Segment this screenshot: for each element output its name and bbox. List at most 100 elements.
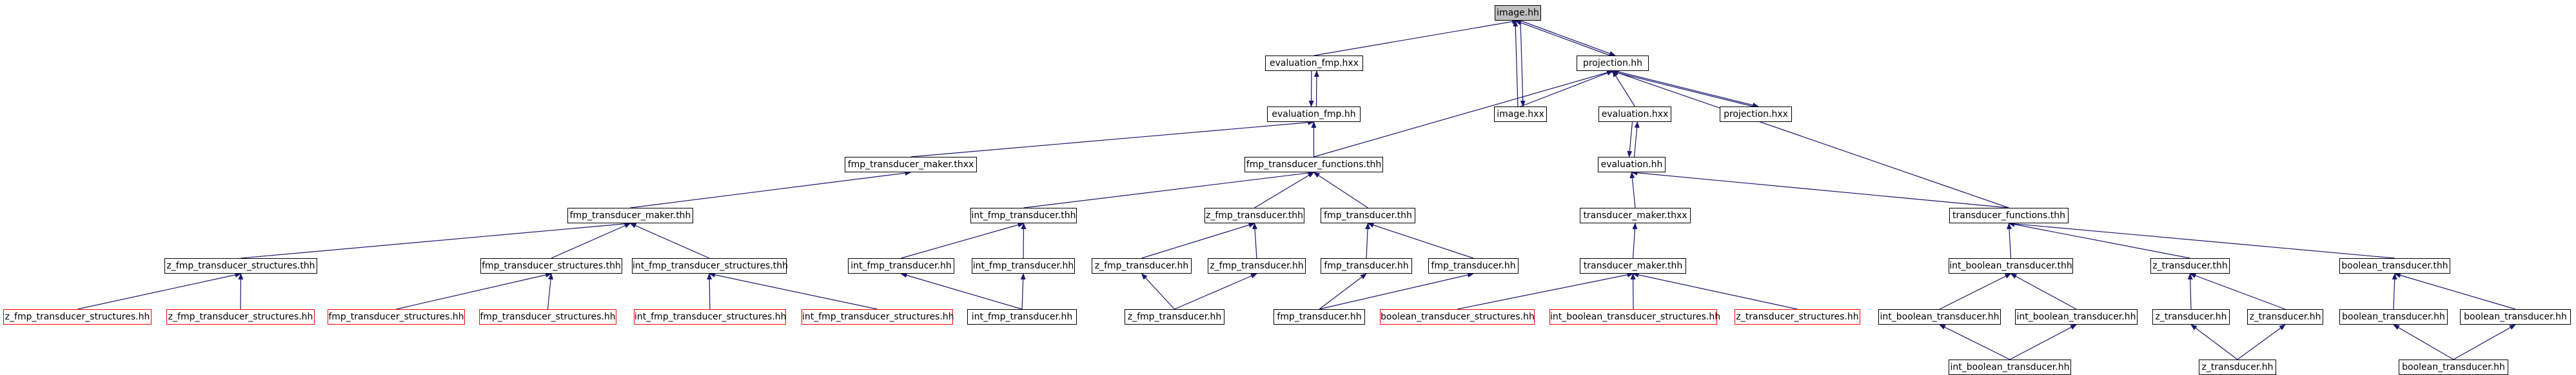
node-z-fmp-transducer-structures-hh-2[interactable]: z_fmp_transducer_structures.hh <box>166 309 315 325</box>
node-z-fmp-transducer-structures-hh-1[interactable]: z_fmp_transducer_structures.hh <box>3 309 152 325</box>
node-int-boolean-transducer-thh[interactable]: int_boolean_transducer.thh <box>1949 258 2073 274</box>
node-z-transducer-hh-a[interactable]: z_transducer.hh <box>2152 309 2230 325</box>
node-int-fmp-transducer-structures-hh-2[interactable]: int_fmp_transducer_structures.hh <box>801 309 954 325</box>
edge-z_transducer_thh-to-transducer_functions_thh <box>2008 221 2190 259</box>
edge-fmp_transducer_thh-to-fmp_transducer_functions_thh <box>1313 172 1368 208</box>
node-int-fmp-transducer-hh-a[interactable]: int_fmp_transducer.hh <box>848 258 954 274</box>
edge-int_fmp_transducer_hh_c-to-int_fmp_transducer_hh_a <box>900 272 1023 310</box>
node-fmp-transducer-structures-hh-1[interactable]: fmp_transducer_structures.hh <box>328 309 465 325</box>
edge-fmp_transducer_hh_c-to-fmp_transducer_hh_a <box>1319 273 1367 310</box>
node-int-boolean-transducer-hh-a[interactable]: int_boolean_transducer.hh <box>1878 309 2001 325</box>
edge-z_transducer_hh_a-to-z_transducer_thh <box>2187 273 2193 310</box>
node-int-fmp-transducer-structures-hh-1[interactable]: int_fmp_transducer_structures.hh <box>634 309 787 325</box>
edge-z_fmp_transducer_thh-to-fmp_transducer_functions_thh <box>1254 172 1315 208</box>
edge-boolean_transducer_hh_a-to-boolean_transducer_thh <box>2392 273 2397 310</box>
edge-transducer_maker_thh-to-transducer_maker_thxx <box>1632 223 1638 259</box>
edge-z_transducer_hh_c-to-z_transducer_hh_a <box>2190 324 2238 360</box>
edge-image_hxx-to-projection_hh <box>1520 70 1613 107</box>
edge-int_boolean_transducer_thh-to-transducer_functions_thh <box>2007 223 2012 259</box>
node-fmp-transducer-structures-thh[interactable]: fmp_transducer_structures.thh <box>480 258 622 274</box>
edge-z_fmp_transducer_hh_c-to-z_fmp_transducer_hh_b <box>1174 273 1257 310</box>
edge-int_boolean_transducer_hh_b-to-int_boolean_transducer_thh <box>2010 273 2077 310</box>
node-fmp-transducer-maker-thh[interactable]: fmp_transducer_maker.thh <box>567 208 693 223</box>
edge-z_fmp_transducer_hh_b-to-z_fmp_transducer_thh <box>1252 223 1258 259</box>
edge-evaluation_fmp_hxx-to-image_hh <box>1313 19 1519 56</box>
edge-int_fmp_transducer_structures_hh_2-to-int_fmp_transducer_structures_thh <box>709 272 878 310</box>
edge-transducer_functions_thh-to-projection_hh <box>1612 70 2009 208</box>
edge-projection_hh-to-projection_hxx <box>1615 70 1759 108</box>
node-z-fmp-transducer-structures-thh[interactable]: z_fmp_transducer_structures.thh <box>164 258 317 274</box>
node-transducer-maker-thxx[interactable]: transducer_maker.thxx <box>1580 208 1691 223</box>
node-z-transducer-structures-hh[interactable]: z_transducer_structures.hh <box>1735 309 1860 325</box>
node-projection-hxx[interactable]: projection.hxx <box>1720 106 1792 122</box>
edge-int_fmp_transducer_structures_hh_1-to-int_fmp_transducer_structures_thh <box>707 273 713 310</box>
node-image-hh: image.hh <box>1495 5 1541 21</box>
node-evaluation-hh[interactable]: evaluation.hh <box>1598 157 1666 172</box>
edge-int_fmp_transducer_hh_c-to-int_fmp_transducer_hh_b <box>1020 273 1026 310</box>
node-int-fmp-transducer-hh-b[interactable]: int_fmp_transducer.hh <box>972 258 1075 274</box>
edge-projection_hxx-to-projection_hh <box>1609 70 1754 107</box>
node-z-fmp-transducer-thh[interactable]: z_fmp_transducer.thh <box>1204 208 1304 223</box>
node-projection-hh[interactable]: projection.hh <box>1577 56 1649 71</box>
node-z-transducer-thh[interactable]: z_transducer.thh <box>2150 258 2230 274</box>
node-fmp-transducer-functions-thh[interactable]: fmp_transducer_functions.thh <box>1244 157 1383 172</box>
node-boolean-transducer-hh-c[interactable]: boolean_transducer.hh <box>2399 360 2508 375</box>
node-boolean-transducer-thh[interactable]: boolean_transducer.thh <box>2339 258 2450 274</box>
node-z-transducer-hh-b[interactable]: z_transducer.hh <box>2247 309 2323 325</box>
edge-int_boolean_transducer_hh_c-to-int_boolean_transducer_hh_b <box>2009 324 2077 360</box>
edge-fmp_transducer_hh_a-to-fmp_transducer_thh <box>1365 223 1371 259</box>
node-evaluation-hxx[interactable]: evaluation.hxx <box>1598 106 1671 122</box>
edge-boolean_transducer_hh_c-to-boolean_transducer_hh_a <box>2393 324 2454 360</box>
edge-fmp_transducer_structures_thh-to-fmp_transducer_maker_thh <box>551 223 631 259</box>
node-transducer-maker-thh[interactable]: transducer_maker.thh <box>1580 258 1686 274</box>
node-z-transducer-hh-c[interactable]: z_transducer.hh <box>2199 360 2276 375</box>
edge-int_fmp_transducer_hh_a-to-int_fmp_transducer_thh <box>901 222 1025 259</box>
node-boolean-transducer-hh-b[interactable]: boolean_transducer.hh <box>2460 309 2571 325</box>
node-fmp-transducer-hh-c[interactable]: fmp_transducer.hh <box>1273 309 1365 325</box>
edge-boolean_transducer_hh_c-to-boolean_transducer_hh_b <box>2453 324 2516 360</box>
node-fmp-transducer-maker-thxx[interactable]: fmp_transducer_maker.thxx <box>845 157 977 172</box>
edge-image_hxx-to-image_hh <box>1513 20 1519 107</box>
node-int-boolean-transducer-structures-hh[interactable]: int_boolean_transducer_structures.hh <box>1549 309 1720 325</box>
edge-boolean_transducer_structures_hh-to-transducer_maker_thh <box>1457 272 1634 310</box>
node-boolean-transducer-structures-hh[interactable]: boolean_transducer_structures.hh <box>1380 309 1535 325</box>
edge-fmp_transducer_functions_thh-to-projection_hh <box>1313 70 1613 157</box>
node-fmp-transducer-structures-hh-2[interactable]: fmp_transducer_structures.hh <box>479 309 616 325</box>
edge-evaluation_hh-to-evaluation_hxx <box>1633 121 1640 157</box>
edge-int_fmp_transducer_hh_b-to-int_fmp_transducer_thh <box>1021 223 1027 259</box>
node-evaluation-fmp-hxx[interactable]: evaluation_fmp.hxx <box>1265 56 1363 71</box>
edge-int_boolean_transducer_structures_hh-to-transducer_maker_thh <box>1630 273 1636 310</box>
node-transducer-functions-thh[interactable]: transducer_functions.thh <box>1949 208 2069 223</box>
node-boolean-transducer-hh-a[interactable]: boolean_transducer.hh <box>2339 309 2448 325</box>
edge-z_fmp_transducer_structures_thh-to-fmp_transducer_maker_thh <box>241 221 631 259</box>
edge-int_fmp_transducer_structures_thh-to-fmp_transducer_maker_thh <box>629 223 710 259</box>
edge-transducer_maker_thxx-to-evaluation_hh <box>1629 172 1636 208</box>
node-z-fmp-transducer-hh-c[interactable]: z_fmp_transducer.hh <box>1125 309 1224 325</box>
edge-evaluation_hxx-to-evaluation_hh <box>1627 121 1633 157</box>
edge-boolean_transducer_hh_b-to-boolean_transducer_thh <box>2394 272 2516 310</box>
node-z-fmp-transducer-hh-b[interactable]: z_fmp_transducer.hh <box>1208 258 1306 274</box>
node-int-boolean-transducer-hh-b[interactable]: int_boolean_transducer.hh <box>2015 309 2138 325</box>
edge-image_hh-to-projection_hh <box>1520 20 1616 56</box>
edge-transducer_functions_thh-to-evaluation_hh <box>1631 170 2009 208</box>
node-int-fmp-transducer-hh-c[interactable]: int_fmp_transducer.hh <box>967 309 1077 325</box>
node-z-fmp-transducer-hh-a[interactable]: z_fmp_transducer.hh <box>1092 258 1192 274</box>
edge-boolean_transducer_thh-to-transducer_functions_thh <box>2008 221 2395 259</box>
node-int-fmp-transducer-structures-thh[interactable]: int_fmp_transducer_structures.thh <box>632 258 788 274</box>
edge-evaluation_hxx-to-projection_hh <box>1612 70 1636 107</box>
node-int-boolean-transducer-hh-c[interactable]: int_boolean_transducer.hh <box>1949 360 2071 375</box>
node-fmp-transducer-hh-b[interactable]: fmp_transducer.hh <box>1428 258 1519 274</box>
edge-z_fmp_transducer_structures_hh_1-to-z_fmp_transducer_structures_thh <box>77 272 242 310</box>
edge-z_transducer_hh_c-to-z_transducer_hh_b <box>2237 324 2286 360</box>
edge-int_boolean_transducer_hh_a-to-int_boolean_transducer_thh <box>1939 273 2012 310</box>
edge-fmp_transducer_hh_b-to-fmp_transducer_thh <box>1367 223 1474 259</box>
edge-z_fmp_transducer_hh_c-to-z_fmp_transducer_hh_a <box>1141 273 1175 310</box>
node-int-fmp-transducer-thh[interactable]: int_fmp_transducer.thh <box>970 208 1077 223</box>
node-image-hxx[interactable]: image.hxx <box>1494 106 1547 122</box>
node-fmp-transducer-hh-a[interactable]: fmp_transducer.hh <box>1321 258 1412 274</box>
edge-projection_hh-to-image_hh <box>1515 20 1611 56</box>
node-fmp-transducer-thh[interactable]: fmp_transducer.thh <box>1321 208 1415 223</box>
node-evaluation-fmp-hh[interactable]: evaluation_fmp.hh <box>1267 106 1361 122</box>
